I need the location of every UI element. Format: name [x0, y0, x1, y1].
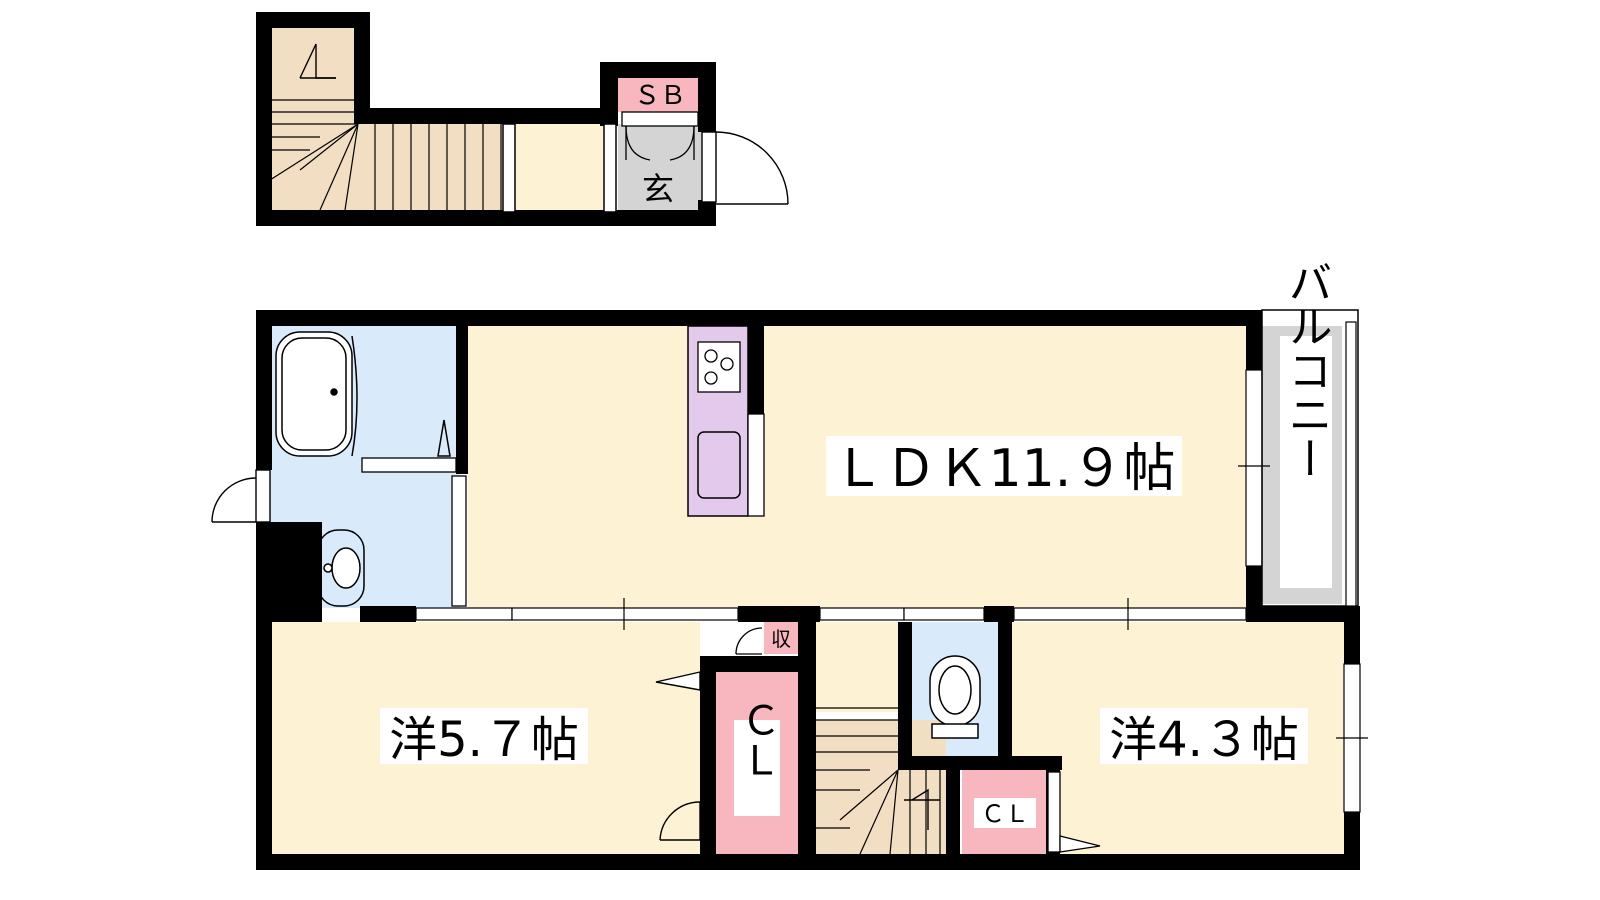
washroom-sliding-door — [451, 475, 467, 607]
closet-small-label: ＣＬ — [981, 800, 1029, 828]
stove-icon — [697, 341, 741, 393]
shoe-box-label: ＳＢ — [634, 81, 686, 111]
lower-stair-treads — [816, 707, 941, 855]
entry-floor: ＳＢ 玄 — [256, 12, 789, 226]
sink-icon — [697, 431, 741, 499]
bathtub-icon — [275, 331, 451, 457]
toilet-icon — [929, 655, 981, 739]
sliding-partitions — [415, 598, 1247, 630]
main-floor: ＬＤＫ11.９帖 洋5.７帖 洋4.３帖 バルコニー ＣＬ ＣＬ 収 — [211, 260, 1368, 870]
entrance-floor — [618, 124, 710, 216]
stair-arrow-icon — [299, 43, 336, 79]
storage-small — [764, 622, 798, 654]
entry-corridor-stair-fill — [360, 124, 510, 216]
entry-stair-treads — [269, 99, 502, 212]
door-swing-icon — [1047, 771, 1101, 853]
stair-floor — [816, 720, 946, 856]
ldk-label: ＬＤＫ11.９帖 — [833, 439, 1176, 499]
entry-stair-fill — [268, 26, 368, 216]
western-room-1-label: 洋5.７帖 — [389, 712, 579, 768]
entrance-label: 玄 — [642, 170, 674, 208]
storage-label: 収 — [771, 627, 791, 651]
stair-arrow-icon — [904, 788, 940, 830]
corridor-divider — [502, 123, 516, 213]
door-swing-icon — [655, 671, 701, 841]
washbasin-icon — [317, 529, 365, 607]
entrance-step — [603, 123, 617, 213]
main-walls — [256, 310, 1360, 870]
shoe-box — [618, 78, 710, 112]
balcony-label: バルコニー — [1281, 260, 1332, 480]
closet-large-label: ＣＬ — [734, 700, 780, 780]
balcony-rail — [1261, 309, 1359, 607]
western-room-2-label: 洋4.３帖 — [1109, 712, 1299, 768]
entry-hall-fill — [515, 124, 615, 216]
door-swing-icon — [211, 469, 271, 523]
kitchen-counter — [687, 325, 765, 517]
shoe-box-doors — [621, 111, 699, 161]
bath-door — [361, 457, 457, 473]
balcony-windows — [1238, 369, 1368, 813]
hall-floor — [816, 622, 900, 712]
entry-walls — [256, 12, 716, 226]
door-swing-icon — [735, 627, 763, 655]
door-swing-icon — [701, 131, 789, 205]
